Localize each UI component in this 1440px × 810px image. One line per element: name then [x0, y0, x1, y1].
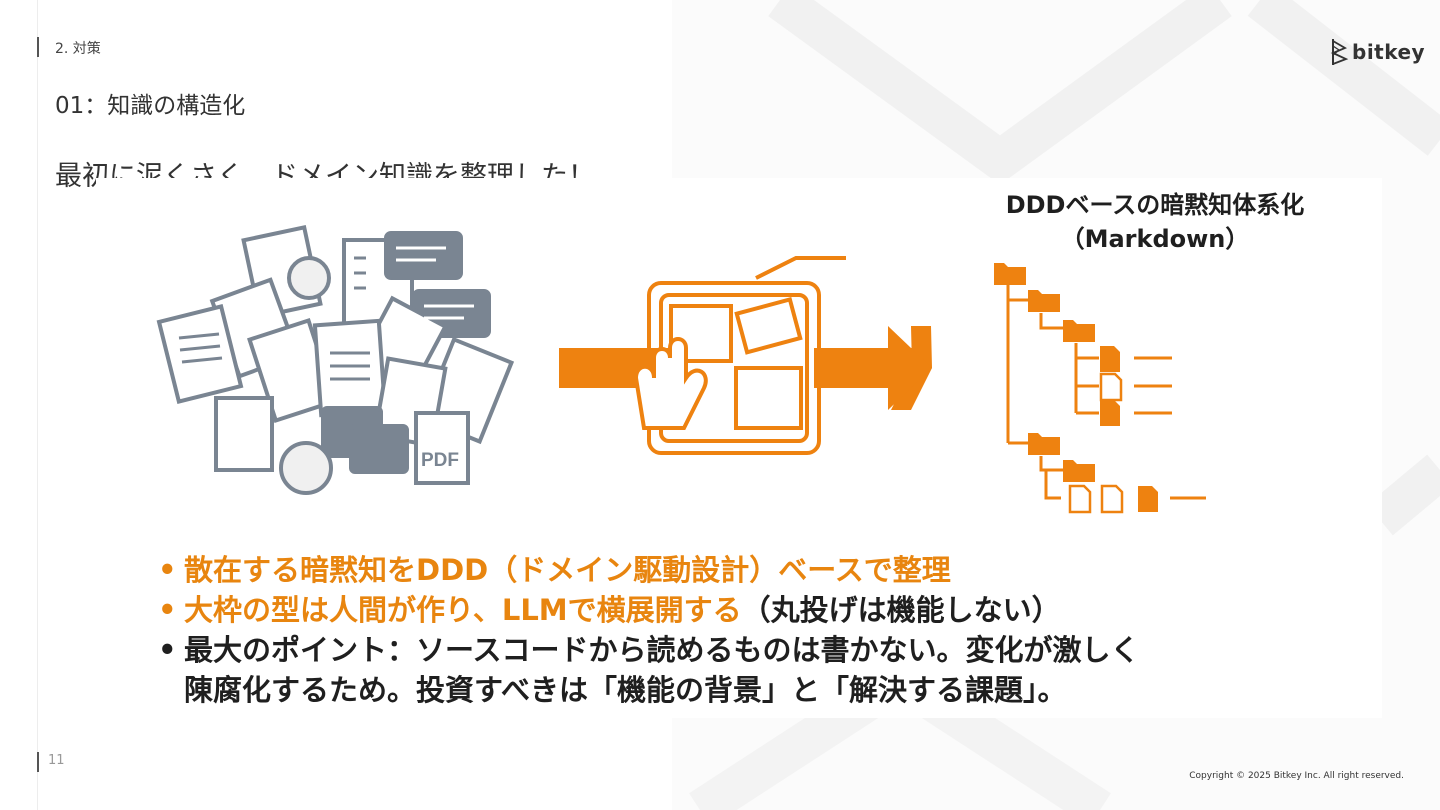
- page-number: 11: [48, 753, 65, 768]
- bullet-item-3: • 最大のポイント：ソースコードから読めるものは書かない。変化が激しく: [158, 630, 1358, 670]
- bitkey-logo: bitkey: [1330, 37, 1425, 67]
- bullet-2-text: 大枠の型は人間が作り、LLMで横展開する: [184, 593, 742, 627]
- document-lines: [178, 246, 474, 381]
- bullet-dot: •: [158, 633, 177, 667]
- bitkey-logo-icon: [1330, 39, 1349, 65]
- bullet-item-2: • 大枠の型は人間が作り、LLMで横展開する （丸投げは機能しない）: [158, 590, 1358, 630]
- scattered-documents-icon: [156, 225, 515, 495]
- figure-illustration: PDF: [156, 225, 1206, 514]
- copyright-notice: Copyright © 2025 Bitkey Inc. All right r…: [1189, 771, 1404, 781]
- slide-subtitle: 01：知識の構造化: [55, 93, 246, 119]
- pdf-label: PDF: [421, 450, 459, 471]
- bullet-3-text: 最大のポイント：ソースコードから読めるものは書かない。変化が激しく: [184, 633, 1140, 667]
- bullet-2-note: （丸投げは機能しない）: [741, 593, 1061, 627]
- organizing-blocks-icon: [633, 256, 846, 455]
- figure-title-line2: （Markdown）: [1060, 225, 1250, 253]
- left-rule: [37, 0, 38, 810]
- knowledge-structuring-figure: PDF: [96, 178, 1382, 718]
- logo-wordmark: bitkey: [1352, 40, 1426, 64]
- transform-arrow-icon: [559, 326, 932, 410]
- bullet-item-1: • 散在する暗黙知をDDD（ドメイン駆動設計）ベースで整理: [158, 550, 1358, 590]
- page-marker: [37, 752, 39, 772]
- bullet-dot: •: [158, 593, 177, 627]
- figure-title-line1: DDDベースの暗黙知体系化: [1005, 191, 1305, 219]
- bullet-3-continuation: 陳腐化するため。投資すべきは「機能の背景」と「解決する課題」。: [184, 673, 1067, 707]
- bullet-dot: •: [158, 553, 177, 587]
- section-label: 2. 対策: [55, 41, 101, 57]
- figure-title: DDDベースの暗黙知体系化 （Markdown）: [930, 188, 1380, 256]
- section-marker: [37, 37, 39, 57]
- markdown-folder-tree-icon: [994, 263, 1206, 514]
- bullet-list: • 散在する暗黙知をDDD（ドメイン駆動設計）ベースで整理 • 大枠の型は人間が…: [158, 550, 1358, 710]
- bullet-1-text: 散在する暗黙知をDDD（ドメイン駆動設計）ベースで整理: [184, 553, 951, 587]
